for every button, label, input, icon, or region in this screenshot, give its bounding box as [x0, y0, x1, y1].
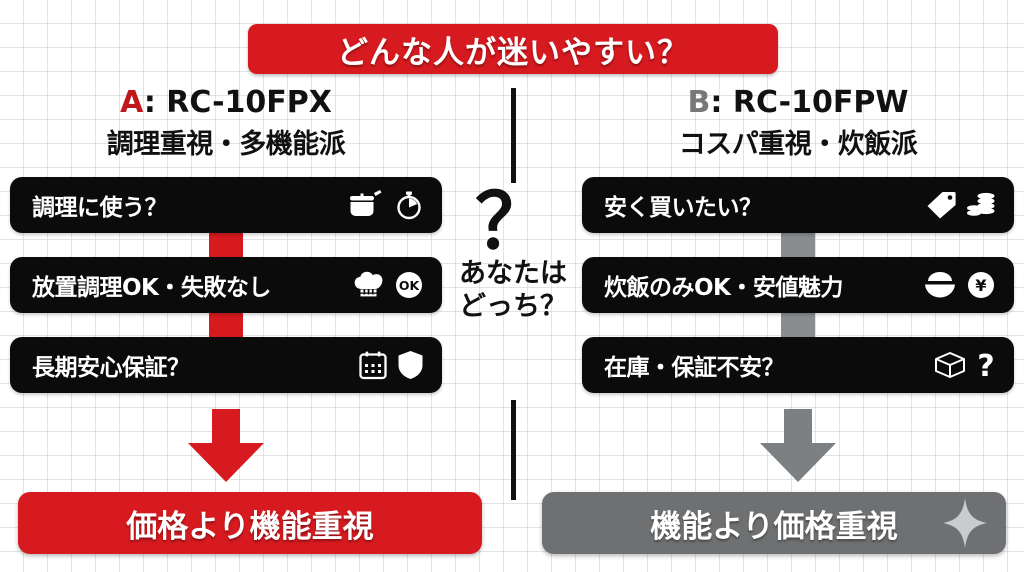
- step-a-2-icons: OK: [353, 270, 424, 300]
- stopwatch-icon: [397, 191, 421, 219]
- column-a-letter: A: [120, 85, 144, 120]
- title-banner: どんな人が迷いやすい？: [248, 24, 778, 74]
- coins-icon: [967, 192, 995, 216]
- step-a-2[interactable]: 放置調理OK・失敗なし OK: [10, 256, 442, 313]
- center-question-line-2: どっち？: [459, 291, 567, 323]
- rice-bowl-icon: [925, 271, 955, 298]
- svg-text:?: ?: [977, 350, 994, 380]
- column-b-letter: B: [687, 85, 711, 120]
- page-title: どんな人が迷いやすい？: [337, 34, 689, 71]
- column-b-heading: B: RC-10FPW: [582, 86, 1014, 120]
- svg-text:OK: OK: [399, 278, 421, 293]
- conclusion-a-label: 価格より機能重視: [126, 508, 374, 545]
- center-question-mark-icon: ？: [475, 177, 551, 266]
- connector-b-2: [781, 312, 815, 337]
- step-b-1-label: 安く買いたい？: [604, 194, 762, 221]
- step-b-2-label: 炊飯のみOK・安値魅力: [604, 274, 843, 301]
- column-b: B: RC-10FPW コスパ重視・炊飯派 安く買いたい？: [582, 86, 1014, 483]
- step-b-3[interactable]: 在庫・保証不安？ ?: [582, 336, 1014, 393]
- step-a-2-label: 放置調理OK・失敗なし: [32, 274, 271, 301]
- column-a-heading: A: RC-10FPX: [10, 86, 442, 120]
- center-divider-bottom: [511, 400, 516, 500]
- conclusion-b-label: 機能より価格重視: [650, 508, 898, 545]
- sparkle-icon: [943, 498, 987, 548]
- center-question-block: ？ あなたは どっち？: [432, 177, 594, 324]
- step-b-1[interactable]: 安く買いたい？: [582, 176, 1014, 233]
- yen-badge-icon: ¥: [968, 271, 994, 298]
- column-a-model: : RC-10FPX: [143, 85, 332, 120]
- column-b-subtitle: コスパ重視・炊飯派: [678, 128, 918, 160]
- step-a-1[interactable]: 調理に使う？: [10, 176, 442, 233]
- center-divider-top: [511, 88, 516, 183]
- conclusion-a: 価格より機能重視: [18, 492, 482, 554]
- conclusion-b: 機能より価格重視: [542, 492, 1006, 554]
- step-b-2-icons: ¥: [923, 270, 996, 300]
- question-mark-icon: ?: [977, 350, 994, 380]
- step-b-1-icons: [926, 190, 996, 220]
- step-a-1-label: 調理に使う？: [32, 194, 168, 221]
- calendar-icon: [359, 351, 387, 379]
- column-a: A: RC-10FPX 調理重視・多機能派 調理に使う？: [10, 86, 442, 483]
- chef-hat-icon: [354, 271, 383, 296]
- step-b-3-icons: ?: [933, 350, 996, 380]
- step-a-3-icons: [358, 350, 424, 380]
- connector-a-1: [209, 232, 243, 257]
- shield-icon: [398, 350, 423, 379]
- arrow-a-down-icon: [188, 408, 264, 482]
- pot-icon: [350, 189, 382, 216]
- price-tag-icon: [927, 191, 956, 219]
- step-b-3-label: 在庫・保証不安？: [604, 354, 785, 381]
- column-a-step-chain: 調理に使う？ 放置調理OK・失敗なし: [10, 176, 442, 393]
- connector-b-1: [781, 232, 815, 257]
- arrow-b-down-icon: [760, 408, 836, 482]
- open-box-icon: [935, 351, 965, 378]
- svg-text:¥: ¥: [975, 276, 986, 295]
- connector-a-2: [209, 312, 243, 337]
- step-b-2[interactable]: 炊飯のみOK・安値魅力 ¥: [582, 256, 1014, 313]
- column-b-step-chain: 安く買いたい？ 炊飯のみOK・安値魅力: [582, 176, 1014, 393]
- center-question-line-1: あなたは: [459, 258, 567, 290]
- step-a-1-icons: [347, 189, 424, 220]
- ok-badge-icon: OK: [396, 271, 422, 298]
- step-a-3[interactable]: 長期安心保証？: [10, 336, 442, 393]
- column-a-subtitle: 調理重視・多機能派: [106, 128, 346, 160]
- column-b-model: : RC-10FPW: [710, 85, 909, 120]
- step-a-3-label: 長期安心保証？: [32, 354, 190, 381]
